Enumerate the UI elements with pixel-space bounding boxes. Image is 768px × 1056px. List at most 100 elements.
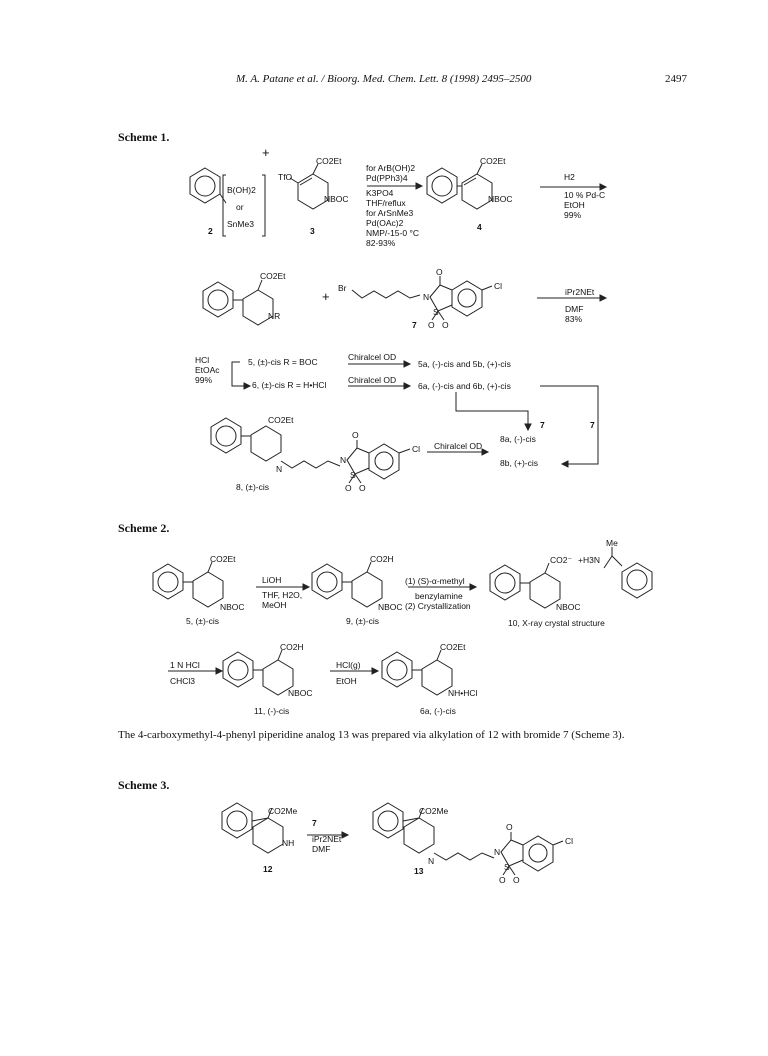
piperidine-8 — [241, 425, 411, 484]
nr-label: NR — [268, 311, 281, 321]
hcl-cond-line: 99% — [195, 375, 213, 385]
benzene-ring-s2-5 — [152, 563, 184, 600]
arrow-step3 — [537, 294, 608, 302]
boronic-acid-label: B(OH)2 — [227, 185, 256, 195]
co2et-label-s2-5: CO2Et — [210, 554, 236, 564]
arrow-6a-to-8a — [455, 392, 532, 432]
nboc-label-3: NBOC — [324, 194, 349, 204]
product-8b: 8b, (+)-cis — [500, 458, 539, 468]
compound-11-label: 11, (-)-cis — [254, 706, 290, 716]
arrow-step2 — [540, 183, 608, 191]
benzene-ring-8 — [210, 417, 242, 454]
bromide-7 — [351, 276, 493, 321]
benzene-ring-10 — [489, 564, 521, 601]
so2-o-label-8a: O — [345, 483, 352, 493]
n-label-8: N — [340, 455, 347, 465]
arrow-lioh — [256, 583, 311, 591]
piperidine-s2-5 — [183, 561, 224, 608]
compound-2-label: 2 — [208, 226, 213, 236]
scheme3-title: Scheme 3. — [118, 778, 170, 792]
lioh-line: THF, H2O, — [262, 590, 303, 600]
compound-4-label: 4 — [477, 222, 482, 232]
benzene-ring-12 — [221, 802, 253, 839]
hclg-line: HCl(g) — [336, 660, 361, 670]
nboc-label-10: NBOC — [556, 602, 581, 612]
tfo-label: TfO — [278, 172, 293, 182]
conditions-1n-hcl: 1 N HCl CHCl3 — [170, 660, 200, 686]
s-label-8: S — [350, 470, 356, 480]
arrow-scheme3 — [307, 831, 350, 839]
plus-sign-1: + — [262, 145, 270, 160]
arrow-chiralcel-6 — [348, 382, 412, 390]
conditions-resolution: (1) (S)-α-methyl benzylamine (2) Crystal… — [405, 576, 471, 611]
benzene-ring-2 — [189, 167, 227, 204]
compound-7-label: 7 — [412, 320, 417, 330]
benzene-ring-11 — [222, 651, 254, 688]
co2me-label-13: CO2Me — [419, 806, 449, 816]
cond1-line: Pd(OAc)2 — [366, 218, 404, 228]
chlorine-label-8: Cl — [412, 444, 421, 454]
arrow-6b-to-8b — [540, 385, 599, 468]
or-label: or — [236, 202, 244, 212]
conditions-step2: H2 10 % Pd-C EtOH 99% — [564, 172, 605, 220]
so2-o-label-7b: O — [442, 320, 449, 330]
product-5ab: 5a, (-)-cis and 5b, (+)-cis — [418, 359, 511, 369]
conditions-hcl-gas: HCl(g) EtOH — [336, 660, 361, 686]
chiralcel-label-5: Chiralcel OD — [348, 352, 397, 362]
running-header: M. A. Patane et al. / Bioorg. Med. Chem.… — [236, 73, 532, 85]
conditions-lioh: LiOH THF, H2O, MeOH — [262, 575, 302, 610]
res-line: (2) Crystallization — [405, 601, 471, 611]
tetrahydropyridine-3 — [289, 163, 329, 210]
arrow-chiralcel-5 — [348, 360, 412, 368]
bracket-left — [222, 174, 226, 237]
compound-12-label: 12 — [263, 864, 273, 874]
hcl-line: CHCl3 — [170, 676, 196, 686]
s3-cond-line: 7 — [312, 818, 317, 828]
co2me-label-12: CO2Me — [268, 806, 298, 816]
res-line: benzylamine — [415, 591, 463, 601]
conditions-step1: for ArB(OH)2 Pd(PPh3)4 K3PO4 THF/reflux … — [366, 163, 419, 248]
so2-o-label-8b: O — [359, 483, 366, 493]
hclg-line: EtOH — [336, 676, 357, 686]
body-paragraph: The 4-carboxymethyl-4-phenyl piperidine … — [118, 729, 625, 741]
cond2-line: 10 % Pd-C — [564, 190, 606, 200]
nboc-label-11: NBOC — [288, 688, 313, 698]
piperidine-11 — [253, 649, 294, 696]
s-label-7: S — [433, 307, 439, 317]
scheme2-title: Scheme 2. — [118, 521, 170, 535]
cond1-line: THF/reflux — [366, 198, 406, 208]
s-label-13: S — [504, 862, 510, 872]
stannane-label: SnMe3 — [227, 219, 254, 229]
product-8a: 8a, (-)-cis — [500, 434, 536, 444]
bracket-right — [262, 174, 266, 237]
res-line: (1) (S)-α-methyl — [405, 576, 465, 586]
chiralcel-label-6: Chiralcel OD — [348, 375, 397, 385]
benzene-ring-5 — [202, 281, 234, 318]
nh-hcl-label: NH•HCl — [448, 688, 478, 698]
cond3-line: DMF — [565, 304, 584, 314]
cond2-line: EtOH — [564, 200, 585, 210]
s3-cond-line: iPr2NEt — [312, 834, 342, 844]
reagent-7-label-b: 7 — [590, 420, 595, 430]
page-number: 2497 — [665, 73, 687, 85]
cond3-line: iPr2NEt — [565, 287, 595, 297]
cond1-line: K3PO4 — [366, 188, 394, 198]
scheme1-title: Scheme 1. — [118, 130, 170, 144]
ammonium-label: +H3N — [578, 555, 600, 565]
co2et-label-8: CO2Et — [268, 415, 294, 425]
conditions-scheme3: 7 iPr2NEt DMF — [312, 818, 341, 854]
methyl-label: Me — [606, 538, 618, 548]
piperidine-10 — [520, 562, 561, 609]
cond2-line: H2 — [564, 172, 575, 182]
co2et-label-3: CO2Et — [316, 156, 342, 166]
nboc-label-s2-5: NBOC — [220, 602, 245, 612]
so2-o-label-13b: O — [513, 875, 520, 885]
co2h-label-11: CO2H — [280, 642, 304, 652]
lioh-line: LiOH — [262, 575, 282, 585]
piperidine-13 — [402, 807, 564, 876]
arrow-step1 — [367, 182, 424, 190]
compound-13-label: 13 — [414, 866, 424, 876]
arrow-hcl-gas — [330, 667, 380, 675]
compound-8-label: 8, (±)-cis — [236, 482, 269, 492]
